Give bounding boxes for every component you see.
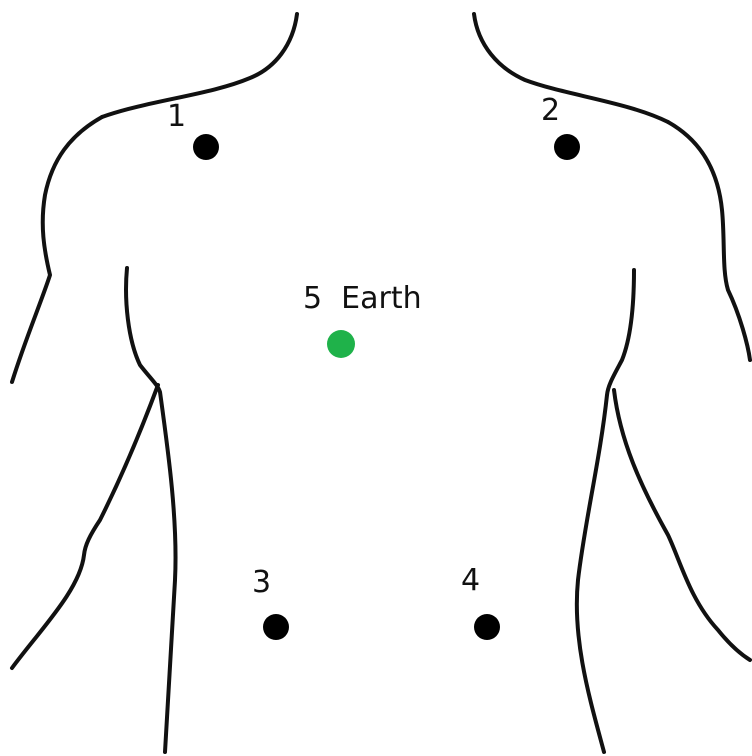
electrode-2-dot (554, 134, 580, 160)
electrode-1-dot (193, 134, 219, 160)
electrode-3-dot (263, 614, 289, 640)
right-inner-arm-line (614, 390, 750, 660)
torso-outline (12, 14, 750, 752)
neck-right-line (474, 14, 668, 122)
left-inner-arm-line (12, 385, 158, 668)
electrode-5-earth-dot (327, 330, 355, 358)
electrode-5-earth: 5 Earth (303, 281, 422, 358)
right-torso-side-line (577, 270, 634, 752)
electrode-3-label: 3 (252, 565, 271, 600)
electrode-2-label: 2 (541, 93, 560, 128)
electrode-2: 2 (541, 93, 580, 160)
left-shoulder-arm-line (12, 117, 102, 382)
left-torso-side-line (126, 268, 175, 752)
electrode-3: 3 (252, 565, 289, 640)
electrode-1-label: 1 (167, 99, 186, 134)
electrode-4: 4 (461, 563, 500, 640)
right-shoulder-arm-line (668, 122, 750, 360)
electrode-5-earth-label: 5 Earth (303, 281, 422, 316)
electrode-4-dot (474, 614, 500, 640)
neck-left-line (102, 14, 297, 117)
electrode-1: 1 (167, 99, 219, 160)
electrode-4-label: 4 (461, 563, 480, 598)
